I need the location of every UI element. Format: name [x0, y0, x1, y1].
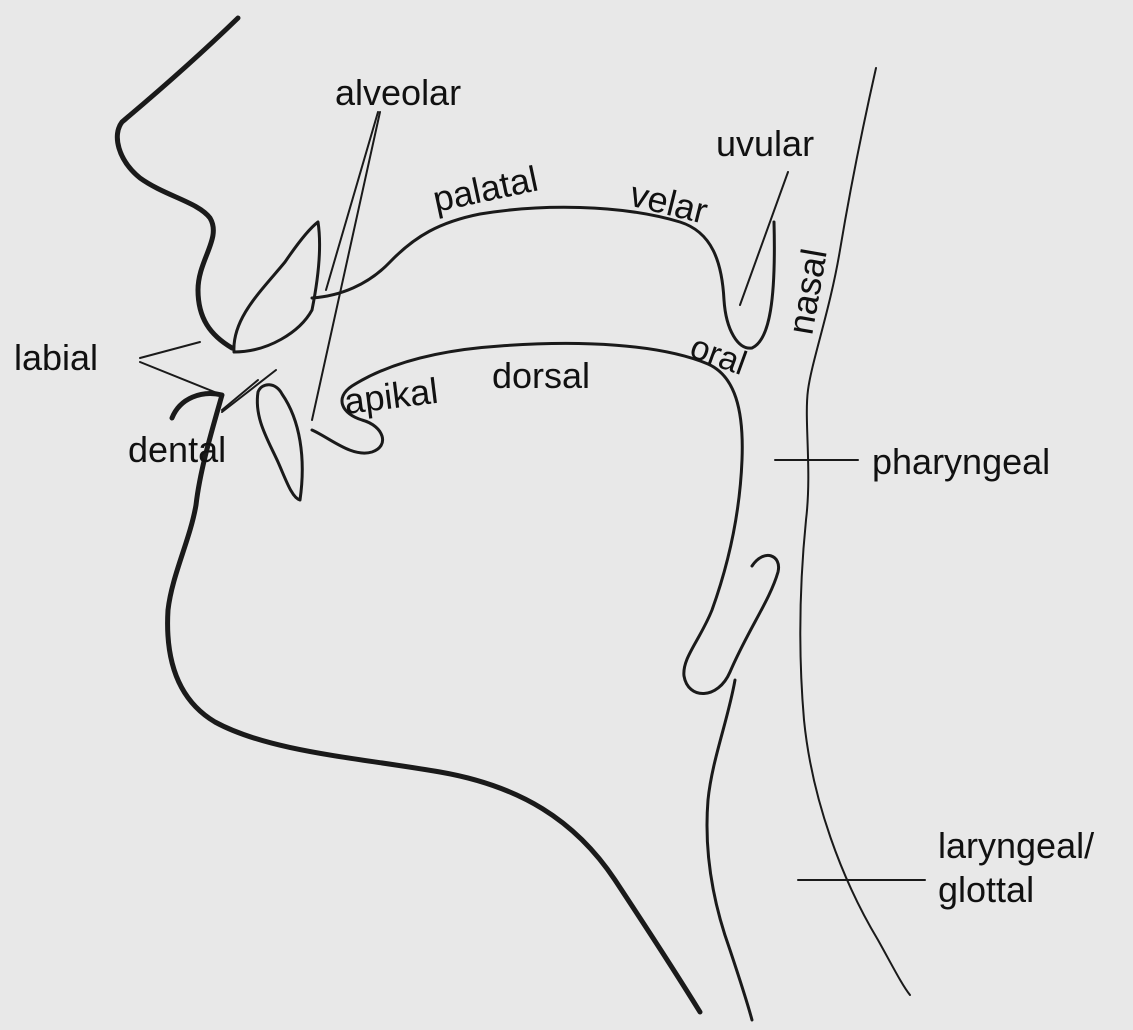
labial-leader-upper — [140, 342, 200, 358]
label-dental: dental — [128, 429, 226, 470]
label-velar: velar — [626, 173, 712, 232]
label-nasal: nasal — [780, 246, 835, 338]
alveolar-leader-2 — [312, 112, 380, 420]
pharynx-back-wall — [800, 68, 910, 995]
label-dorsal: dorsal — [492, 355, 590, 396]
label-alveolar: alveolar — [335, 72, 461, 113]
label-labial: labial — [14, 337, 98, 378]
label-uvular: uvular — [716, 123, 814, 164]
lower-incisor — [257, 385, 302, 500]
palate-line — [312, 207, 774, 348]
dental-leader-2 — [222, 370, 276, 412]
dental-leader-1 — [222, 380, 258, 410]
labial-leader-lower — [140, 362, 222, 395]
label-glottal: glottal — [938, 869, 1034, 910]
throat-front-wall — [707, 680, 752, 1020]
label-pharyngeal: pharyngeal — [872, 441, 1050, 482]
label-oral: oral — [685, 328, 751, 383]
label-laryngeal: laryngeal/ — [938, 825, 1094, 866]
label-palatal: palatal — [429, 158, 541, 220]
face-profile-lower — [168, 394, 700, 1012]
face-profile-upper — [117, 18, 238, 348]
alveolar-leader-1 — [326, 112, 378, 290]
uvular-leader — [740, 172, 788, 305]
upper-incisor — [234, 222, 320, 352]
label-apikal: apikal — [342, 370, 440, 422]
